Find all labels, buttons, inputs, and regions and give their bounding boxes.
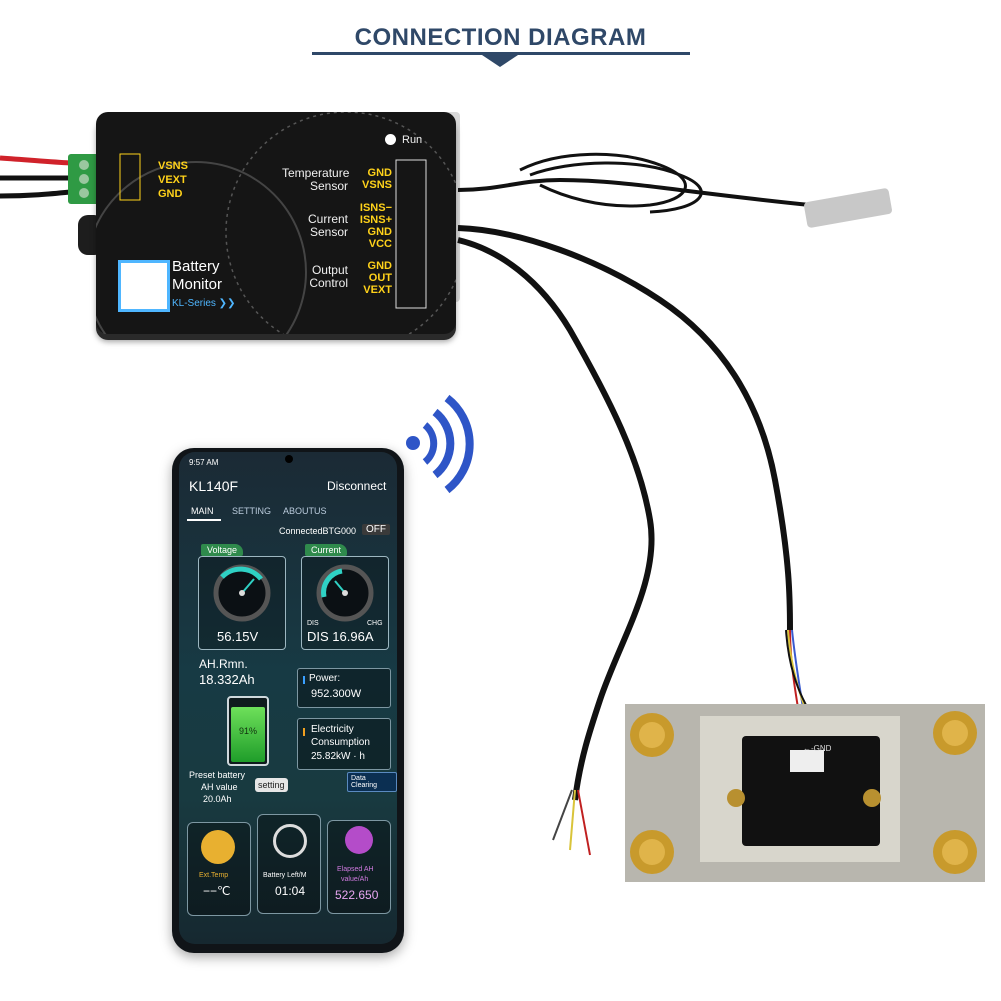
group-current-1: Current — [307, 212, 348, 226]
tab-indicator — [187, 519, 221, 521]
black-wire-2 — [0, 189, 71, 199]
current-chg-label: CHG — [367, 620, 383, 627]
group-output-2: Control — [309, 276, 348, 290]
brand-line-1: Battery — [172, 258, 220, 275]
pin-isns-plus: ISNS+ — [359, 214, 392, 226]
voltage-gauge — [198, 556, 286, 650]
electricity-marker — [303, 728, 305, 736]
off-toggle[interactable]: OFF — [362, 524, 390, 535]
pin-current-gnd: GND — [367, 226, 392, 238]
elapsed-ah-label-2: value/Ah — [341, 876, 369, 883]
electricity-panel — [297, 718, 391, 770]
voltage-tag: Voltage — [201, 544, 244, 556]
shunt-resistor — [625, 704, 985, 882]
ah-remaining-label: AH.Rmn. — [199, 657, 248, 671]
electricity-label-1: Electricity — [311, 724, 354, 735]
app-title: KL140F — [189, 478, 239, 494]
brand-line-2: Monitor — [172, 276, 223, 293]
lightning-icon — [345, 826, 373, 854]
disconnect-button[interactable]: Disconnect — [327, 479, 387, 493]
current-value: DIS 16.96A — [307, 629, 374, 644]
battery-monitor-module: Run VSNS VEXT GND Battery Monitor KL-Ser… — [96, 112, 456, 334]
temperature-probe — [804, 188, 892, 228]
group-temperature-2: Sensor — [309, 179, 348, 193]
pin-output-gnd: GND — [367, 260, 392, 272]
voltage-dial-icon — [213, 564, 271, 622]
battery-percent: 91% — [238, 726, 257, 736]
tab-aboutus[interactable]: ABOUTUS — [283, 506, 327, 516]
ext-temp-value: −−℃ — [203, 884, 231, 898]
preset-line-1: Preset battery — [189, 770, 246, 780]
phone-screen: 9:57 AM KL140F Disconnect MAIN SETTING A… — [179, 452, 397, 944]
pin-temp-gnd: GND — [367, 167, 392, 179]
brand-series: KL-Series ❯❯ — [172, 298, 236, 309]
title-underline — [312, 52, 690, 55]
terminal-vsns: VSNS — [158, 160, 188, 172]
elapsed-ah-label-1: Elapsed AH — [337, 866, 374, 873]
terminal-gnd: GND — [158, 188, 183, 200]
shunt-gnd-label: ←-GND — [803, 744, 832, 753]
group-output-1: Output — [311, 263, 348, 277]
tab-setting[interactable]: SETTING — [232, 506, 272, 516]
electricity-label-2: Consumption — [311, 737, 370, 748]
title-arrow-icon — [482, 55, 518, 67]
voltage-value: 56.15V — [217, 629, 259, 644]
wireless-icon — [406, 394, 474, 494]
current-gauge — [301, 556, 389, 650]
current-dial-icon — [316, 564, 374, 622]
battery-icon: 91% — [227, 696, 269, 766]
power-panel — [297, 668, 391, 708]
pin-out: OUT — [368, 272, 392, 284]
ext-temp-label: Ext.Temp — [199, 872, 229, 879]
power-marker — [303, 676, 305, 684]
tab-main[interactable]: MAIN — [191, 506, 214, 516]
current-tag: Current — [305, 544, 348, 556]
group-temperature-1: Temperature — [282, 166, 350, 180]
battery-fill — [231, 707, 265, 762]
run-led-icon — [385, 134, 396, 145]
current-dis-label: DIS — [307, 620, 319, 627]
red-wire — [0, 155, 71, 166]
connected-label: ConnectedBTG000 — [279, 526, 357, 536]
pin-isns-minus: ISNS− — [359, 202, 392, 214]
diagram-title: CONNECTION DIAGRAM — [354, 24, 647, 51]
pin-output-vext: VEXT — [363, 284, 392, 296]
power-value: 952.300W — [311, 688, 362, 700]
status-time: 9:57 AM — [189, 458, 219, 467]
battery-left-label: Battery Left/M — [263, 872, 307, 879]
group-current-2: Sensor — [309, 225, 348, 239]
pin-temp-vsns: VSNS — [362, 179, 392, 191]
run-label: Run — [402, 134, 423, 146]
setting-button[interactable]: setting — [255, 778, 288, 792]
electricity-value: 25.82kW · h — [311, 751, 365, 762]
qr-code-icon — [118, 260, 170, 312]
preset-line-2: AH value — [201, 782, 238, 792]
power-label: Power: — [309, 673, 341, 684]
thermometer-icon — [201, 830, 235, 864]
pin-vcc: VCC — [368, 238, 392, 250]
clock-icon — [273, 824, 307, 858]
data-clearing-button[interactable]: Data Clearing — [347, 772, 397, 792]
camera-notch-icon — [285, 455, 293, 463]
ah-remaining-value: 18.332Ah — [199, 672, 255, 687]
battery-left-value: 01:04 — [275, 884, 306, 898]
module-decor — [96, 112, 456, 334]
elapsed-ah-value: 522.650 — [335, 888, 379, 902]
preset-value: 20.0Ah — [203, 794, 232, 804]
terminal-vext: VEXT — [158, 174, 187, 186]
